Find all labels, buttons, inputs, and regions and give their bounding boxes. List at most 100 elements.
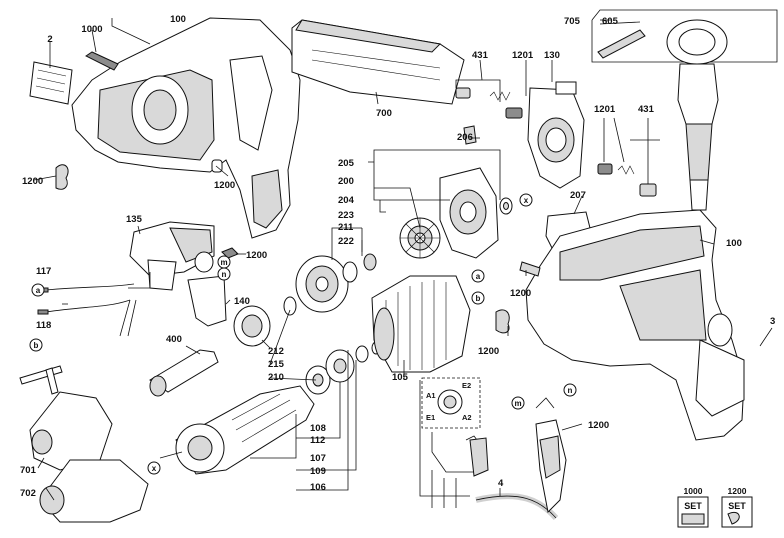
connector-n-cord: n	[568, 386, 573, 395]
callout-1200e: 1200	[478, 346, 499, 357]
connector-x-top: x	[524, 196, 529, 205]
set-badge-labels: 1000 SET 1200 SET	[684, 486, 747, 511]
callout-135: 135	[126, 214, 143, 225]
badge-1000-set: SET	[684, 501, 702, 511]
wiring-a1: A1	[426, 391, 436, 400]
washer-205	[499, 197, 513, 215]
callout-105: 105	[392, 372, 409, 383]
callout-431b: 431	[638, 104, 655, 115]
ring-109	[355, 345, 369, 363]
callout-700: 700	[376, 108, 392, 119]
wiring-a2: A2	[462, 413, 472, 422]
connector-m-cord: m	[514, 399, 521, 408]
carbon-clip-1200	[55, 164, 69, 190]
leader-lines	[33, 18, 773, 501]
callout-109: 109	[310, 466, 326, 477]
callout-207: 207	[570, 190, 586, 201]
screw-1000	[85, 51, 119, 71]
callout-1200d: 1200	[510, 288, 531, 299]
chuck-key	[19, 365, 63, 395]
cord-clip	[535, 397, 555, 409]
wiring-labels: A1 E2 E1 A2	[426, 381, 472, 422]
motor-holder-200	[439, 167, 499, 259]
callout-1200a: 1200	[22, 176, 43, 187]
connector-n-switch: n	[222, 270, 227, 279]
callout-701: 701	[20, 465, 37, 476]
clip-right-upper	[519, 261, 541, 277]
power-cord-4	[475, 493, 559, 521]
wiring-e1: E1	[426, 413, 435, 422]
wiring-e2: E2	[462, 381, 471, 390]
connector-cap	[194, 251, 214, 273]
callout-206: 206	[457, 132, 473, 143]
callout-200: 200	[338, 176, 354, 187]
callout-431a: 431	[472, 50, 489, 61]
callout-605: 605	[602, 16, 619, 27]
wires-117-118	[37, 283, 135, 315]
callout-118: 118	[36, 320, 51, 331]
callout-4: 4	[498, 478, 504, 489]
callout-1200f: 1200	[588, 420, 609, 431]
gear-211	[295, 255, 349, 313]
callout-1201a: 1201	[512, 50, 534, 61]
callout-1201b: 1201	[594, 104, 616, 115]
callout-117: 117	[36, 266, 51, 277]
badge-1200-set: SET	[728, 501, 746, 511]
callout-labels: 100 1000 2 1200 1200 700 705 605 431 120…	[20, 14, 775, 499]
callout-2: 2	[47, 34, 52, 45]
stator-105	[371, 275, 471, 373]
callout-702: 702	[20, 488, 36, 499]
badge-1200-number: 1200	[728, 486, 747, 496]
bearing-212	[233, 305, 271, 347]
set-badge-1000	[677, 496, 709, 528]
callout-212: 212	[268, 346, 284, 357]
connector-markers: a b a b x x m n m n	[29, 193, 577, 475]
callout-112: 112	[310, 435, 325, 446]
callout-210: 210	[268, 372, 284, 383]
callout-205: 205	[338, 158, 355, 169]
cord-clamp-140	[187, 275, 227, 327]
washer-223	[363, 253, 377, 271]
inset-frame-705	[591, 9, 778, 63]
clip-right-lower	[495, 309, 510, 334]
callout-223: 223	[338, 210, 354, 221]
washer-215	[283, 296, 297, 316]
brush-holder-assembly	[455, 81, 657, 197]
callout-204: 204	[338, 195, 355, 206]
callout-1000a: 1000	[81, 24, 102, 35]
keyless-chuck-702	[39, 459, 149, 523]
connector-a-right: a	[476, 272, 481, 281]
callout-1200b: 1200	[214, 180, 235, 191]
callout-108: 108	[310, 423, 326, 434]
callout-140: 140	[234, 296, 250, 307]
callout-400: 400	[166, 334, 182, 345]
switch-135	[129, 221, 215, 291]
keyed-chuck-701	[29, 391, 113, 471]
spindle-400	[149, 349, 219, 397]
auxiliary-handle	[666, 19, 728, 211]
armature-107	[159, 385, 315, 475]
connector-b-left: b	[34, 341, 39, 350]
callout-211: 211	[338, 222, 354, 233]
housing-half-left	[71, 17, 301, 239]
callout-3: 3	[770, 316, 775, 327]
connector-b-right: b	[476, 294, 481, 303]
badge-1000-number: 1000	[684, 486, 703, 496]
callout-100b: 100	[726, 238, 742, 249]
callout-100a: 100	[170, 14, 186, 25]
wiring-diagram	[419, 377, 489, 508]
callout-107: 107	[310, 453, 326, 464]
ring-222	[342, 261, 358, 283]
carry-case	[291, 19, 465, 105]
callout-130: 130	[544, 50, 560, 61]
callout-215: 215	[268, 359, 285, 370]
housing-half-right	[525, 209, 745, 441]
callout-1200c: 1200	[246, 250, 267, 261]
callout-106: 106	[310, 482, 326, 493]
connector-x-bottom: x	[152, 464, 157, 473]
callout-222: 222	[338, 236, 354, 247]
rating-label	[29, 61, 73, 105]
cord-guard	[535, 419, 567, 514]
connector-m-switch: m	[220, 258, 227, 267]
